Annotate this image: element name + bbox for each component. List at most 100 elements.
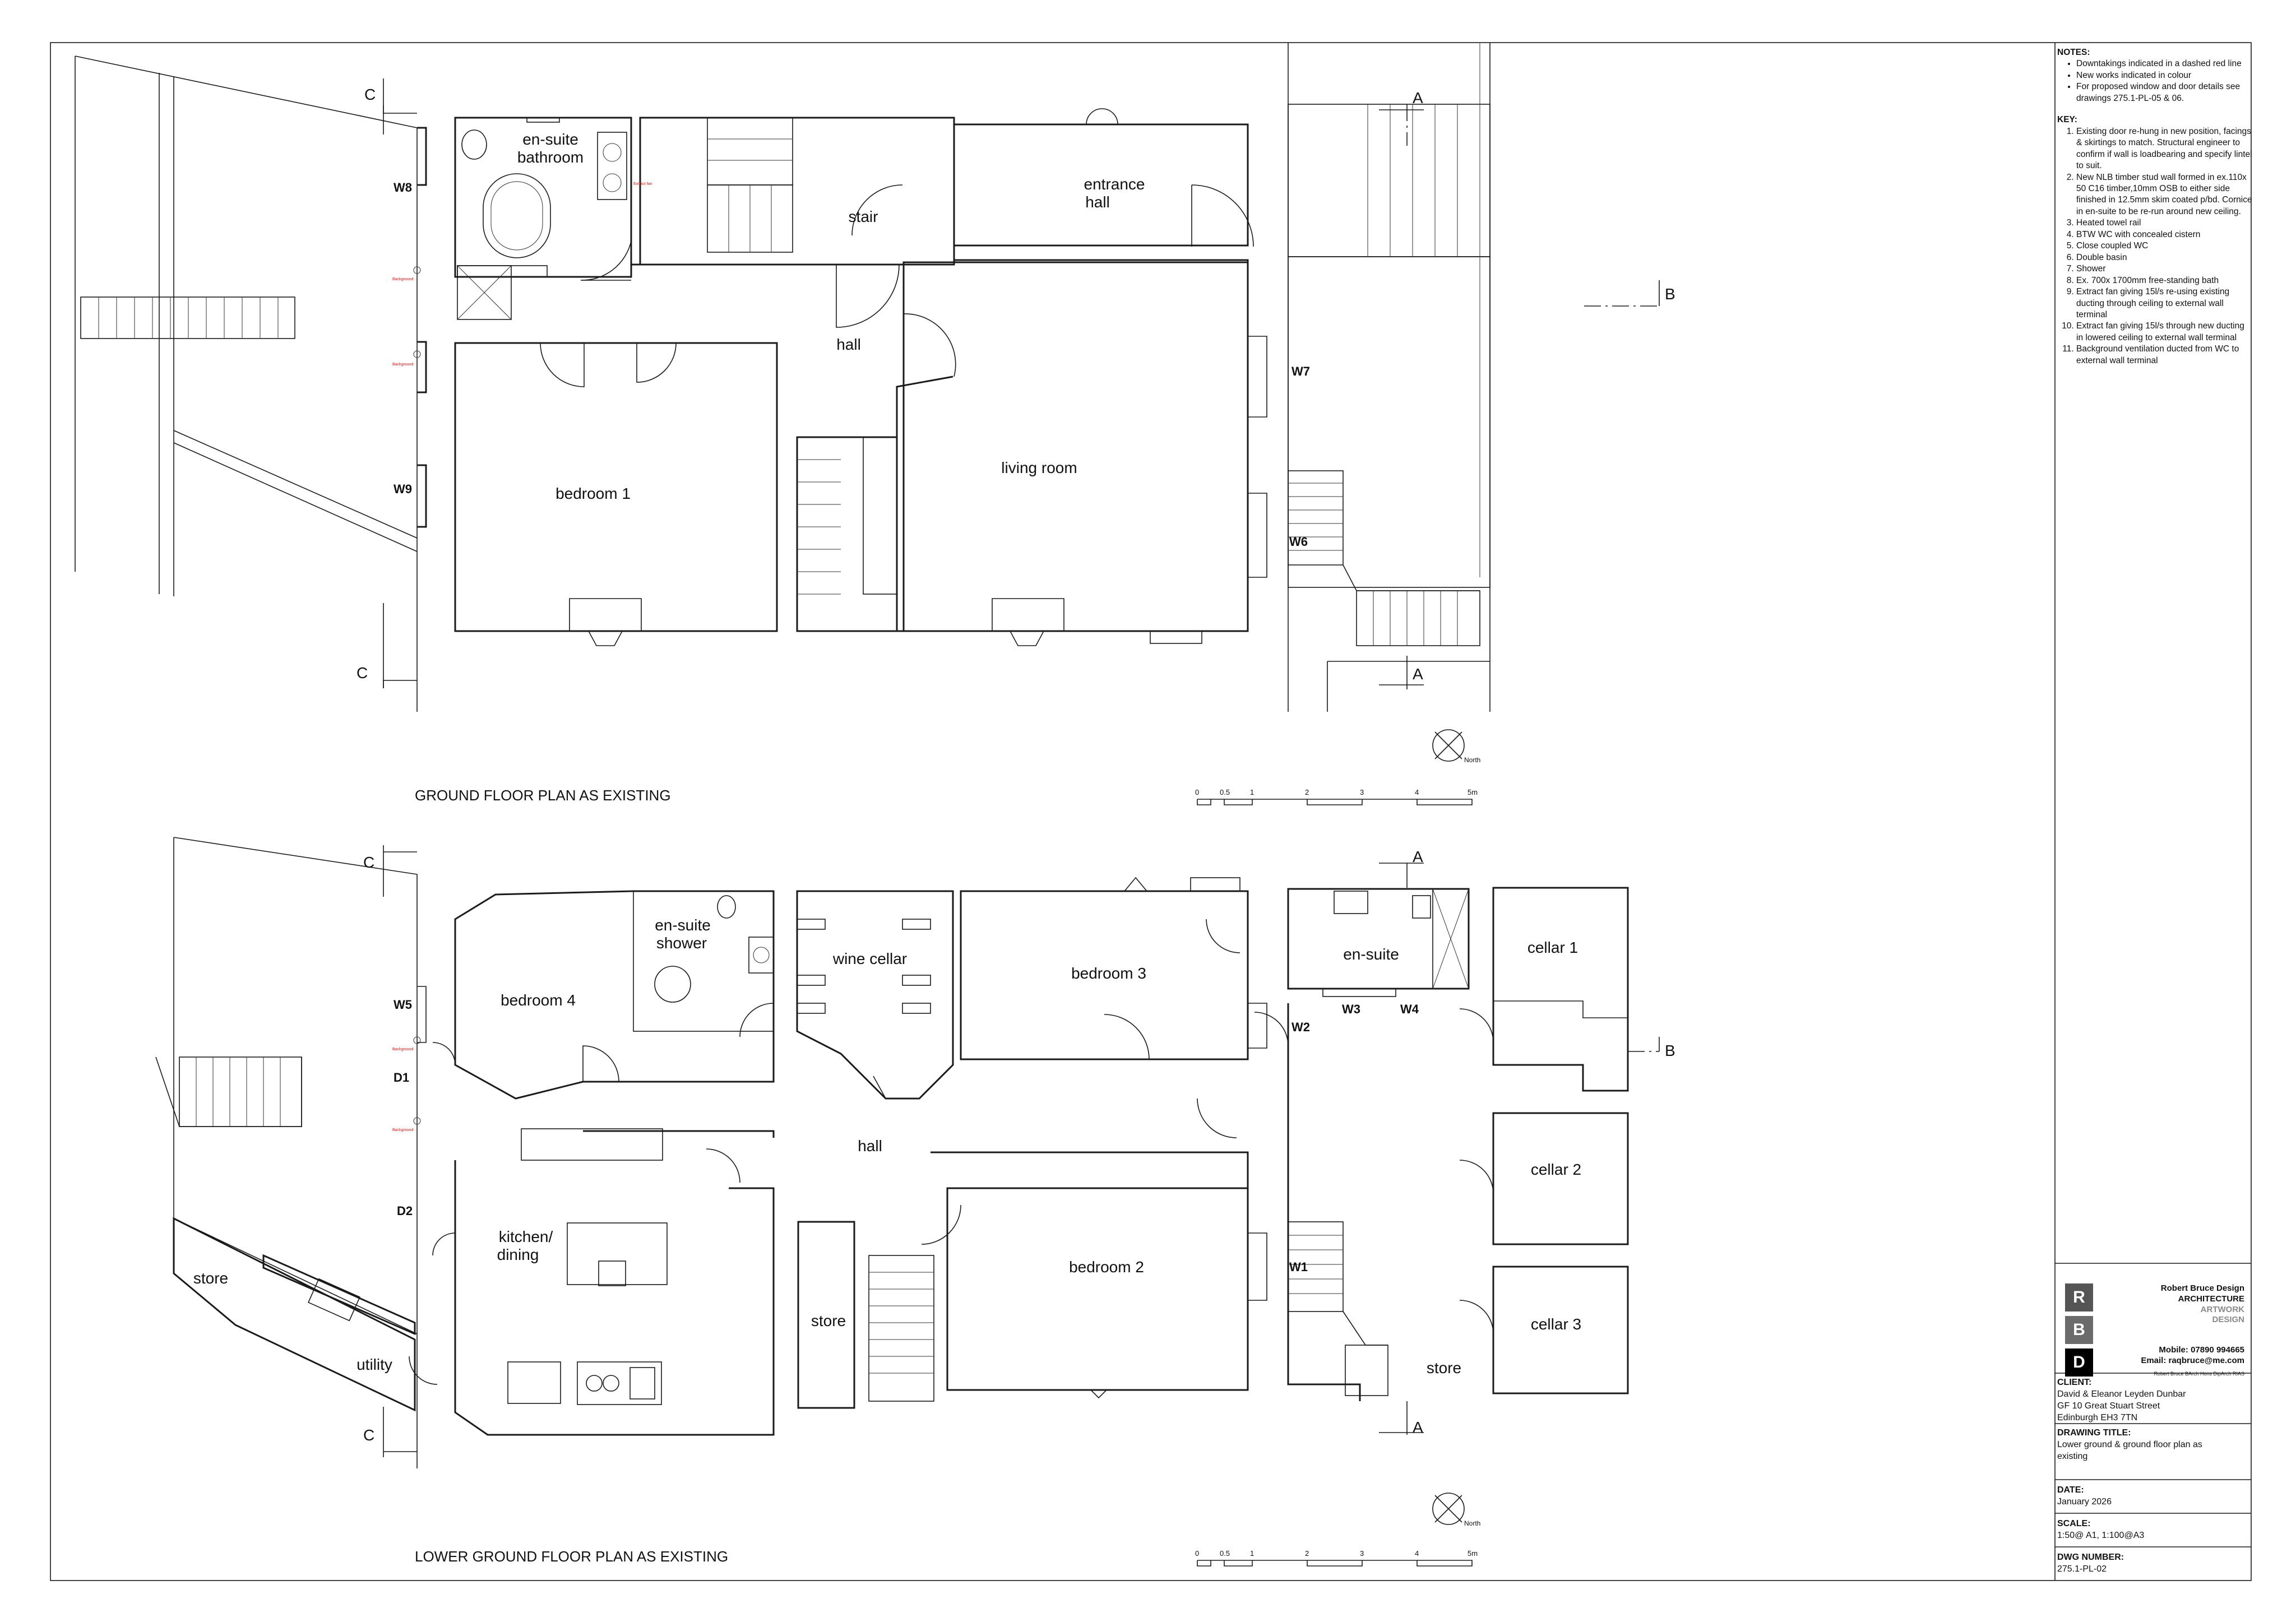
gf-scale-1: 1 <box>1250 788 1254 796</box>
lgf-section-c-bottom: C <box>363 1426 374 1444</box>
client-block: CLIENT: David & Eleanor Leyden Dunbar GF… <box>2057 1377 2252 1424</box>
lgf-scale-3: 3 <box>1360 1549 1364 1558</box>
lgf-section-a-top: A <box>1413 848 1423 865</box>
lgf-bedroom4-label: bedroom 4 <box>501 991 576 1009</box>
lgf-external-steps <box>179 1056 302 1127</box>
lgf-section-c-top: C <box>363 854 374 871</box>
gf-section-c-bottom: C <box>357 664 368 682</box>
gf-ensuite-label-2: bathroom <box>517 149 584 166</box>
lgf-scale-bar: 0 0.5 1 2 3 4 5m <box>1195 1549 1478 1567</box>
shower-tray-icon <box>654 966 691 1003</box>
gf-entrance-label-2: hall <box>1085 193 1110 211</box>
lgf-cellar2-label: cellar 2 <box>1531 1161 1581 1178</box>
drawing-title-block: DRAWING TITLE: Lower ground & ground flo… <box>2057 1427 2252 1462</box>
wc-icon <box>461 129 487 160</box>
gf-north-label: North <box>1464 756 1480 764</box>
gf-stair-label: stair <box>849 208 878 225</box>
firm-email: Email: raqbruce@me.com <box>2141 1355 2244 1365</box>
notes-section: NOTES: Downtakings indicated in a dashed… <box>2057 47 2252 104</box>
lgf-scale-2: 2 <box>1305 1549 1309 1558</box>
gf-plan-title: GROUND FLOOR PLAN AS EXISTING <box>415 787 671 804</box>
lgf-cellar3-label: cellar 3 <box>1531 1315 1581 1333</box>
gf-entrance-hall-walls <box>953 123 1249 247</box>
lgf-hall-label: hall <box>858 1137 882 1155</box>
firm-line3: ARTWORK <box>2200 1304 2244 1314</box>
firm-name-block: Robert Bruce Design ARCHITECTURE ARTWORK… <box>2161 1283 2244 1326</box>
key-heading: KEY: <box>2057 115 2077 125</box>
key-item: Background ventilation ducted from WC to… <box>2076 344 2252 367</box>
lgf-store-mid-label: store <box>811 1312 846 1329</box>
gf-entrance-label-1: entrance <box>1084 175 1145 193</box>
firm-contact: Mobile: 07890 994665 Email: raqbruce@me.… <box>2141 1345 2244 1366</box>
lgf-kitchen-label-2: dining <box>497 1246 539 1263</box>
dwg-number-block: DWG NUMBER: 275.1-PL-02 <box>2057 1551 2252 1575</box>
lgf-wine-cellar-label: wine cellar <box>832 950 907 967</box>
lgf-section-a-bottom: A <box>1413 1419 1423 1436</box>
gf-section-marks: C C A A B <box>357 78 1675 689</box>
kitchen-sink <box>577 1361 662 1405</box>
logo-d: D <box>2065 1348 2093 1377</box>
lgf-ensuite-label: en-suite <box>1343 946 1399 963</box>
gf-window-w7: W7 <box>1292 364 1310 378</box>
firm-line4: DESIGN <box>2212 1315 2244 1325</box>
lgf-cellar1-label: cellar 1 <box>1527 939 1578 956</box>
lgf-ensuite-shower-label-1: en-suite <box>655 916 711 934</box>
key-item: Extract fan giving 15l/s through new duc… <box>2076 321 2252 344</box>
gf-ensuite-fixtures <box>457 129 627 320</box>
sheet-border <box>50 42 2252 1581</box>
lgf-scale-05: 0.5 <box>1220 1549 1230 1558</box>
gf-hall-label: hall <box>836 336 861 353</box>
date-value: January 2026 <box>2057 1497 2112 1507</box>
title-block-lines <box>2055 1263 2251 1547</box>
key-item: Existing door re-hung in new position, f… <box>2076 126 2252 172</box>
gf-section-c-top: C <box>364 86 376 103</box>
note-item: New works indicated in colour <box>2076 70 2252 81</box>
lgf-section-b: B <box>1665 1042 1675 1059</box>
lgf-basin-icon <box>748 937 774 974</box>
key-item: Shower <box>2076 263 2252 275</box>
lgf-scale-1: 1 <box>1250 1549 1254 1558</box>
gf-scale-0: 0 <box>1195 788 1199 796</box>
gf-section-b: B <box>1665 285 1675 303</box>
lgf-north-label: North <box>1464 1519 1480 1527</box>
scale-value: 1:50@ A1, 1:100@A3 <box>2057 1531 2145 1541</box>
key-item: Double basin <box>2076 252 2252 263</box>
gf-north-arrow: North <box>1432 729 1480 764</box>
logo-b: B <box>2065 1316 2093 1344</box>
gf-ensuite-label-1: en-suite <box>522 131 578 148</box>
svg-text:Background: Background <box>392 363 413 367</box>
drawing-title-line: Lower ground & ground floor plan as <box>2057 1440 2202 1450</box>
firm-logo-block: R B D Robert Bruce Design ARCHITECTURE A… <box>2057 1261 2252 1412</box>
gf-scale-5m: 5m <box>1468 788 1478 796</box>
svg-text:Background: Background <box>392 1128 413 1132</box>
scale-heading: SCALE: <box>2057 1519 2091 1528</box>
ground-external-area <box>75 55 418 712</box>
lgf-kitchen-label-1: kitchen/ <box>499 1228 553 1245</box>
lgf-window-w4: W4 <box>1400 1002 1419 1016</box>
logo-r: R <box>2065 1283 2093 1311</box>
firm-credits: Robert Bruce BArch Hons DipArch RIAS <box>2154 1371 2244 1377</box>
gf-section-a-bottom: A <box>1413 665 1423 683</box>
lgf-window-w3: W3 <box>1342 1002 1360 1016</box>
key-section: KEY: Existing door re-hung in new positi… <box>2057 114 2252 367</box>
lgf-north-arrow: North <box>1432 1493 1480 1527</box>
gf-window-w8: W8 <box>394 180 412 194</box>
lgf-bedroom2-label: bedroom 2 <box>1069 1258 1144 1276</box>
key-item: Heated towel rail <box>2076 217 2252 229</box>
lgf-utility-label: utility <box>357 1356 392 1373</box>
gf-scale-3: 3 <box>1360 788 1364 796</box>
key-item: Close coupled WC <box>2076 240 2252 252</box>
lgf-wc-icon <box>717 895 736 919</box>
gf-right-stair <box>1288 470 1344 566</box>
lgf-walls <box>409 877 1629 1436</box>
key-item: Ex. 700x 1700mm free-standing bath <box>2076 275 2252 286</box>
lgf-scale-0: 0 <box>1195 1549 1199 1558</box>
lgf-bedroom3-label: bedroom 3 <box>1071 965 1146 982</box>
gf-window-w6: W6 <box>1289 535 1308 549</box>
gf-scale-05: 0.5 <box>1220 788 1230 796</box>
key-list: Existing door re-hung in new position, f… <box>2057 126 2252 367</box>
key-item: New NLB timber stud wall formed in ex.11… <box>2076 172 2252 218</box>
drawing-title-heading: DRAWING TITLE: <box>2057 1428 2131 1438</box>
